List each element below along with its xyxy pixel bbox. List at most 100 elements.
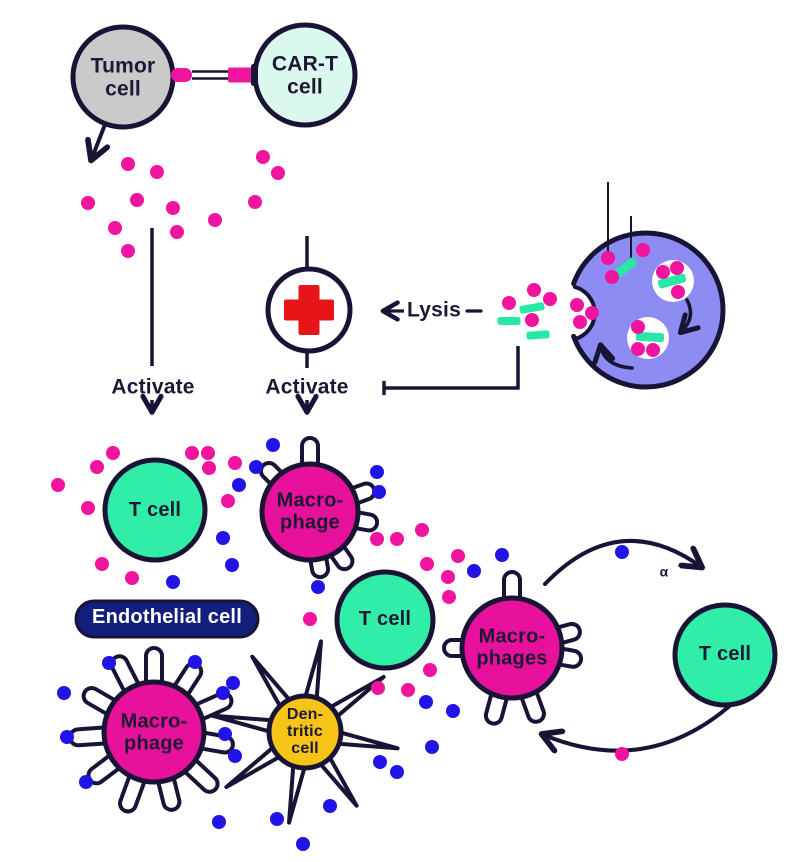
purple-cell-membrane <box>571 230 726 390</box>
pink-cytokine-dot <box>121 157 135 171</box>
car-t-cell-label: CAR-T cell <box>271 52 339 98</box>
alpha-label: α <box>659 563 669 580</box>
tumor-cell-label: Tumor cell <box>90 54 156 100</box>
pink-cytokine-dot <box>670 261 684 275</box>
endothelial-cell-pill <box>74 599 260 639</box>
macrophage-2-label: Macro- phage <box>120 710 188 754</box>
macrophages-2-circle <box>459 595 565 701</box>
pink-cytokine-dot <box>502 296 516 310</box>
pink-cytokine-dot <box>121 244 135 258</box>
pink-cytokine-dot <box>81 196 95 210</box>
pink-cytokine-dot <box>256 150 270 164</box>
pink-cytokine-dot <box>228 456 242 470</box>
tumor-fragment-bar <box>526 330 550 340</box>
lysis-label: Lysis <box>407 298 461 322</box>
blue-cytokine-dot <box>425 740 439 754</box>
t-cell-3-label: T cell <box>698 643 752 666</box>
blue-cytokine-dot <box>188 655 202 669</box>
tumor-fragment-bar <box>519 302 545 314</box>
pink-cytokine-dot <box>125 571 139 585</box>
blue-cytokine-dot <box>218 727 232 741</box>
pink-cytokine-dot <box>525 313 539 327</box>
pink-cytokine-dot <box>527 283 541 297</box>
tumor-fragment-bars <box>497 257 687 343</box>
pink-cytokine-dot <box>95 557 109 571</box>
pink-cytokine-dot <box>631 320 645 334</box>
macrophage-tcell-cycle-arrows <box>543 538 735 751</box>
pink-cytokine-dot <box>370 532 384 546</box>
blue-cytokine-dot <box>323 799 337 813</box>
blue-cytokine-dot <box>372 485 386 499</box>
pink-cytokine-dot <box>390 532 404 546</box>
pink-cytokine-dot <box>271 166 285 180</box>
pink-cytokine-dot <box>605 270 619 284</box>
pink-cytokine-dot <box>185 446 199 460</box>
activate-middle-label: Activate <box>265 375 349 399</box>
internal-arrow-right <box>682 298 691 331</box>
t-cell-1-label: T cell <box>128 499 182 522</box>
pink-cytokine-dot <box>636 243 650 257</box>
pink-cytokine-dot <box>415 523 429 537</box>
cycle-arrow-bottom <box>544 701 735 751</box>
pink-cytokine-dot <box>646 343 660 357</box>
blue-cytokine-dot <box>495 548 509 562</box>
blue-cytokine-dot <box>266 438 280 452</box>
blue-cytokine-dot <box>419 695 433 709</box>
pink-cytokine-dot <box>106 446 120 460</box>
blue-cytokine-dot <box>228 749 242 763</box>
blue-cytokine-dot <box>225 558 239 572</box>
pink-cytokine-dot <box>601 251 615 265</box>
blue-cytokine-dot <box>249 460 263 474</box>
lysis-activate-connector <box>382 346 520 395</box>
blue-cytokine-dot <box>166 575 180 589</box>
red-cross-icon <box>284 285 334 335</box>
blue-cytokine-dot <box>373 755 387 769</box>
pink-cytokine-dot <box>248 195 262 209</box>
engulfing-macrophage <box>542 182 726 390</box>
pink-cytokine-dot <box>441 570 455 584</box>
macrophage-3-circle <box>101 679 207 785</box>
blue-cytokine-dot <box>390 765 404 779</box>
t-cell-2-circle <box>334 569 436 671</box>
t-cell-1-circle <box>102 457 208 563</box>
antigen-nub <box>171 68 192 82</box>
pink-cytokine-dot <box>543 292 557 306</box>
blue-cytokine-dot <box>370 465 384 479</box>
pink-cytokine-dot <box>221 494 235 508</box>
pink-cytokine-dot <box>208 213 222 227</box>
blue-cytokine-dot <box>102 656 116 670</box>
antigen-receptor-synapse <box>171 64 258 86</box>
pink-cytokine-dot <box>130 193 144 207</box>
pink-cytokine-dot <box>451 549 465 563</box>
macrophage-1-circle <box>259 461 361 563</box>
pink-cytokine-dot <box>108 221 122 235</box>
pink-cytokine-dot <box>423 663 437 677</box>
blue-cytokine-dot <box>57 686 71 700</box>
pink-cytokine-dot <box>631 342 645 356</box>
pink-cytokine-dot <box>90 460 104 474</box>
tumor-fragment-bar <box>657 273 687 289</box>
pink-cytokine-dot <box>81 501 95 515</box>
activate-left-label: Activate <box>111 375 195 399</box>
cycle-arrow-top <box>543 538 700 586</box>
pink-cytokine-dot <box>166 201 180 215</box>
blue-cytokine-dot <box>232 478 246 492</box>
pink-cytokine-dot <box>585 306 599 320</box>
blue-cytokine-dot <box>60 730 74 744</box>
pink-cytokine-dot <box>371 681 385 695</box>
blue-cytokine-dot <box>311 580 325 594</box>
t-cell-2-label: T cell <box>358 608 412 631</box>
pink-cytokine-dot <box>656 265 670 279</box>
blue-cytokine-dot <box>216 531 230 545</box>
tumor-fragment-bar <box>612 257 638 279</box>
pink-cytokine-dot <box>442 590 456 604</box>
dendritic-cell-circle <box>266 693 344 771</box>
tumor-fragment-bar <box>635 331 665 343</box>
blue-cytokine-dot <box>270 812 284 826</box>
cytokine-dots <box>51 150 685 851</box>
blue-cytokine-dot <box>296 837 310 851</box>
macrophage-1-label: Macro- phage <box>276 489 344 533</box>
pink-cytokine-dot <box>170 225 184 239</box>
